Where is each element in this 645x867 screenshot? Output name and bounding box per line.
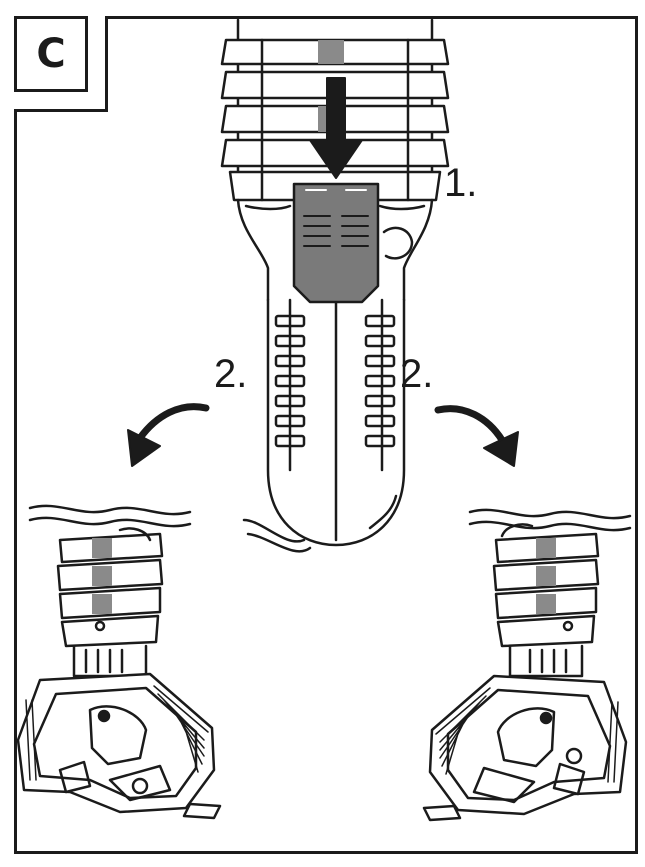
release-latch xyxy=(292,182,380,304)
figure-frame xyxy=(14,16,638,854)
saw-rotated-right xyxy=(422,508,632,822)
step-1-label: 1. xyxy=(444,161,478,205)
grip-ribs xyxy=(274,314,396,448)
saw-top xyxy=(220,18,450,553)
panel-letter: C xyxy=(36,31,66,77)
step-2-left-label: 2. xyxy=(214,352,248,396)
saw-rotated-left xyxy=(16,504,222,820)
step-2-right-label: 2. xyxy=(400,352,434,396)
arrow-down-icon xyxy=(309,77,363,179)
curved-arrow-right-icon xyxy=(434,405,519,467)
curved-arrow-left-icon xyxy=(127,403,210,467)
panel-label-box: C xyxy=(14,16,88,92)
